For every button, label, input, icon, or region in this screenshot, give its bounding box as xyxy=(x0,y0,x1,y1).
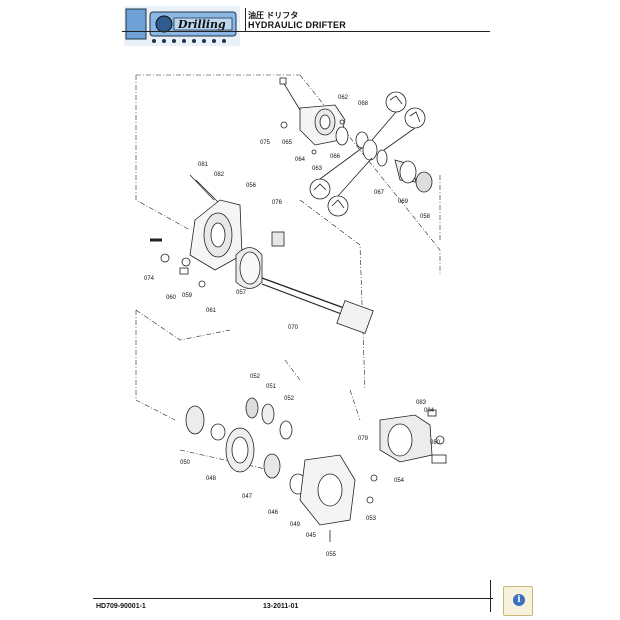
company-logo: Drilling xyxy=(124,6,240,46)
part-label-068: 068 xyxy=(358,101,369,107)
part-label-083: 083 xyxy=(416,400,427,406)
footer-rule xyxy=(93,598,493,599)
part-label-065: 065 xyxy=(282,140,293,146)
part-label-053: 053 xyxy=(366,516,377,522)
part-label-047: 047 xyxy=(242,494,253,500)
part-label-066: 066 xyxy=(330,154,341,160)
part-label-046: 046 xyxy=(268,510,279,516)
part-label-064: 064 xyxy=(295,157,306,163)
part-label-059: 059 xyxy=(182,293,193,299)
part-label-076: 076 xyxy=(272,200,283,206)
part-label-057: 057 xyxy=(236,290,247,296)
part-label-084: 084 xyxy=(424,408,435,414)
part-label-056: 056 xyxy=(246,183,257,189)
part-label-051: 051 xyxy=(266,384,277,390)
logo-text: Drilling xyxy=(177,18,226,31)
part-label-070: 070 xyxy=(288,325,299,331)
title-japanese: 油圧 ドリフタ xyxy=(248,11,299,20)
part-label-081: 081 xyxy=(198,162,209,168)
date-code: 13-2011-01 xyxy=(263,603,299,610)
part-label-061: 061 xyxy=(206,308,217,314)
part-label-054: 054 xyxy=(394,478,405,484)
part-label-063: 063 xyxy=(312,166,323,172)
part-label-058: 058 xyxy=(420,214,431,220)
page-title: HYDRAULIC DRIFTER xyxy=(248,20,346,30)
info-icon: i xyxy=(513,594,525,606)
part-label-062: 062 xyxy=(338,95,349,101)
header-rule xyxy=(122,31,490,32)
info-button[interactable]: i xyxy=(503,586,533,616)
part-label-055: 055 xyxy=(326,552,337,558)
part-label-079: 079 xyxy=(358,436,369,442)
part-label-069: 069 xyxy=(398,199,409,205)
part-label-060: 060 xyxy=(166,295,177,301)
part-label-067: 067 xyxy=(374,190,385,196)
part-label-074: 074 xyxy=(144,276,155,282)
part-label-049: 049 xyxy=(290,522,301,528)
part-label-080: 080 xyxy=(430,440,441,446)
part-label-052a: 052 xyxy=(250,374,261,380)
part-label-050: 050 xyxy=(180,460,191,466)
part-label-082: 082 xyxy=(214,172,225,178)
part-label-052b: 052 xyxy=(284,396,295,402)
document-number: HD709-90001-1 xyxy=(96,603,146,610)
footer-divider xyxy=(490,580,491,612)
header-divider xyxy=(245,8,246,31)
part-label-048: 048 xyxy=(206,476,217,482)
part-label-045: 045 xyxy=(306,533,317,539)
part-label-075: 075 xyxy=(260,140,271,146)
